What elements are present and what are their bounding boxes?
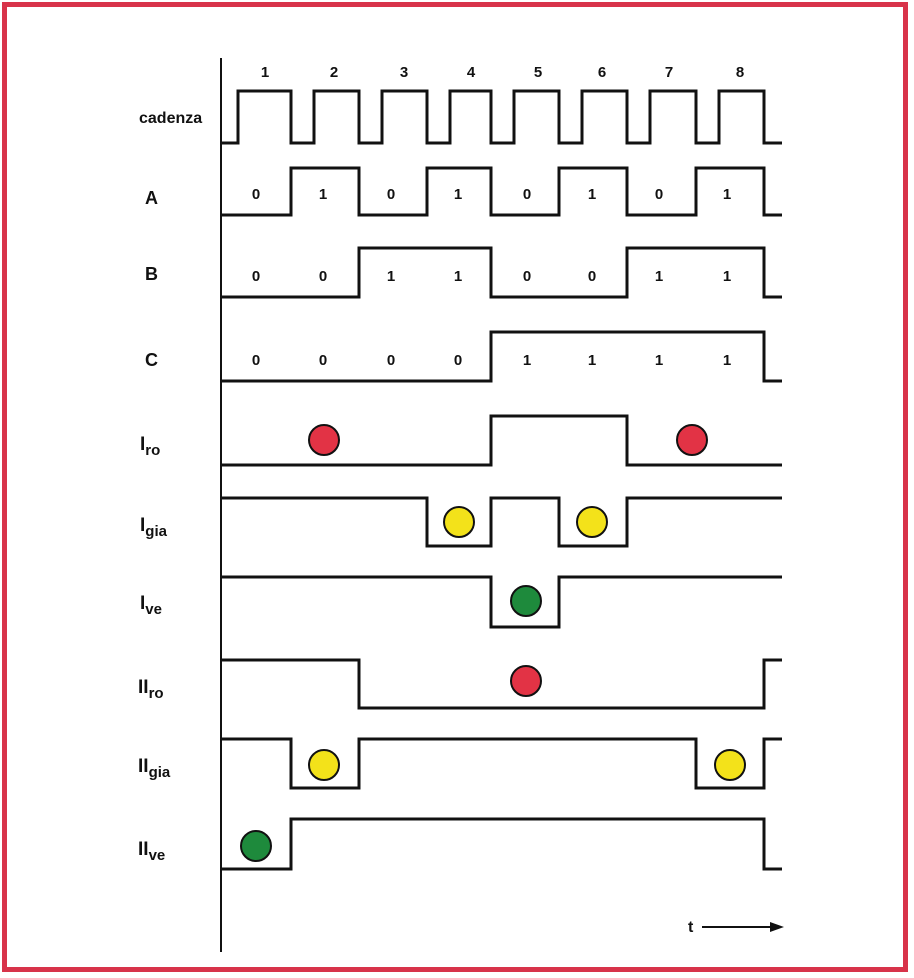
lamp-ii-gia-yellow-col8 [714,749,746,781]
column-number-5: 5 [534,64,542,81]
waveform-a [221,166,782,217]
bit-b-7: 1 [655,268,663,285]
label-cadenza: cadenza [139,110,202,127]
bit-c-8: 1 [723,352,731,369]
label-i-gia: Igia [140,515,168,540]
time-arrow-head [770,922,784,932]
bit-b-4: 1 [454,268,462,285]
bit-a-3: 0 [387,186,395,203]
waveform-i-ro [221,414,782,467]
label-ii-gia: IIgia [138,756,171,781]
bit-c-7: 1 [655,352,663,369]
bit-a-6: 1 [588,186,596,203]
lamps [240,424,746,862]
waveform-i-gia [221,496,782,548]
bit-b-6: 0 [588,268,596,285]
column-number-8: 8 [736,64,744,81]
lamp-i-gia-yellow-col6 [576,506,608,538]
column-numbers: 1 2 3 4 5 6 7 8 [261,64,744,81]
bit-values: 0 1 0 1 0 1 0 1 0 0 1 1 0 0 1 1 0 0 0 0 1 1 1 1 [252,186,731,369]
lamp-i-gia-yellow-col4 [443,506,475,538]
label-i-ve: Ive [140,593,162,618]
waveform-c [221,330,782,383]
label-ii-ro: IIro [138,677,164,702]
bit-c-4: 0 [454,352,462,369]
waveform-b [221,246,782,299]
bit-b-2: 0 [319,268,327,285]
bit-b-1: 0 [252,268,260,285]
bit-b-8: 1 [723,268,731,285]
bit-c-3: 0 [387,352,395,369]
waveform-ii-ve [221,817,782,871]
bit-b-3: 1 [387,268,395,285]
bit-a-8: 1 [723,186,731,203]
lamp-ii-gia-yellow-col2 [308,749,340,781]
label-a: A [145,188,158,208]
label-c: C [145,350,158,370]
bit-c-6: 1 [588,352,596,369]
lamp-i-ro-red-col7 [676,424,708,456]
waveform-i-ve [221,575,782,629]
bit-a-7: 0 [655,186,663,203]
column-number-3: 3 [400,64,408,81]
bit-a-1: 0 [252,186,260,203]
waveform-cadenza [221,89,782,145]
column-number-6: 6 [598,64,606,81]
waveform-ii-gia [221,737,782,790]
column-number-7: 7 [665,64,673,81]
waveform-ii-ro [221,658,782,710]
lamp-i-ve-green-col5 [510,585,542,617]
lamp-ii-ve-green-col1 [240,830,272,862]
lamp-i-ro-red-col2 [308,424,340,456]
bit-a-2: 1 [319,186,327,203]
label-ii-ve: IIve [138,839,165,864]
bit-c-5: 1 [523,352,531,369]
label-i-ro: Iro [140,434,160,459]
column-number-2: 2 [330,64,338,81]
column-number-1: 1 [261,64,269,81]
column-number-4: 4 [467,64,476,81]
bit-c-2: 0 [319,352,327,369]
label-b: B [145,264,158,284]
bit-c-1: 0 [252,352,260,369]
bit-a-4: 1 [454,186,462,203]
time-label: t [688,919,694,936]
bit-a-5: 0 [523,186,531,203]
lamp-ii-ro-red-col5 [510,665,542,697]
bit-b-5: 0 [523,268,531,285]
